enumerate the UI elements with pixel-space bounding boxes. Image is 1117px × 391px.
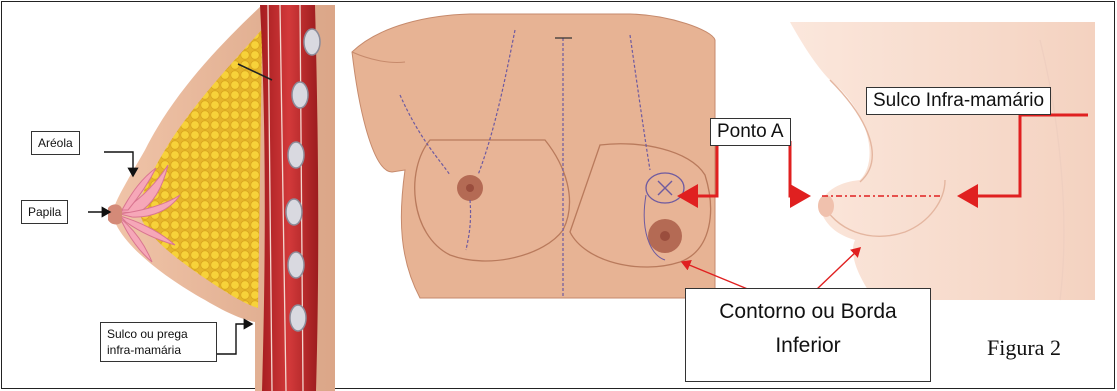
figure-caption: Figura 2 xyxy=(987,335,1061,361)
label-areola: Aréola xyxy=(31,131,80,155)
label-sulco-infra: Sulco Infra-mamário xyxy=(866,87,1051,115)
label-sulco-prega: Sulco ou prega infra-mamária xyxy=(100,322,217,362)
label-papila: Papila xyxy=(21,200,68,224)
label-contorno: Contorno ou Borda Inferior xyxy=(685,288,931,382)
frontal-torso xyxy=(352,14,715,298)
side-profile xyxy=(790,22,1095,300)
label-ponto-a: Ponto A xyxy=(710,118,791,146)
